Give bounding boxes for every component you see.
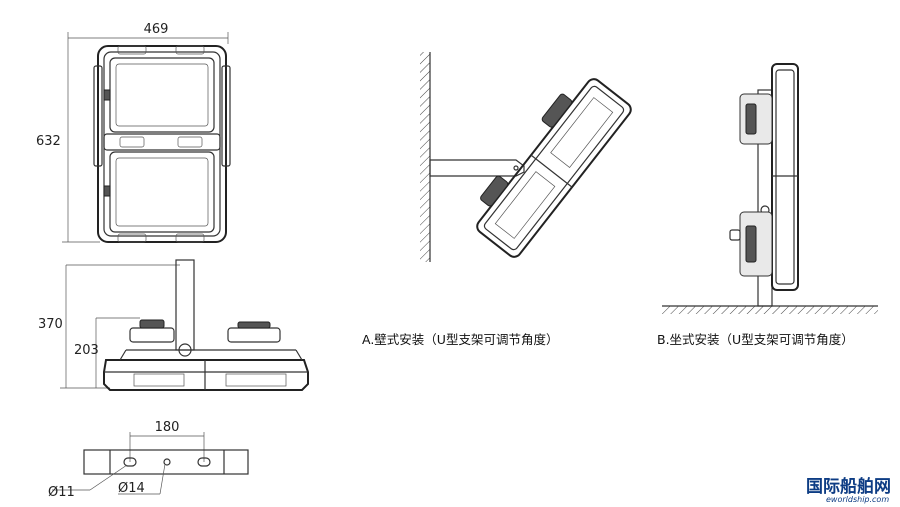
seat-mount-view	[662, 63, 878, 314]
hole-spacing-label: 180	[155, 420, 180, 435]
tilted-luminaire	[476, 78, 632, 258]
wall-hatching	[420, 52, 430, 262]
driver-box-left	[129, 327, 175, 343]
mounting-plate-view: 180 Ø11 Ø14	[48, 420, 249, 500]
slot-hole-left	[123, 457, 137, 467]
side-bracket-left	[93, 65, 103, 167]
watermark-brand-cn: 国际船舶网	[806, 476, 891, 497]
upper-led-module	[109, 57, 215, 133]
mounting-plate	[83, 449, 249, 475]
side-housing	[103, 359, 309, 391]
side-view: 370 203	[38, 259, 309, 391]
luminaire-housing	[97, 45, 227, 243]
large-hole-label: Ø14	[118, 481, 145, 496]
small-hole-label: Ø11	[48, 485, 75, 500]
width-dimension-label: 469	[144, 22, 169, 37]
side-bracket-right	[221, 65, 231, 167]
driver-box-right	[227, 327, 281, 343]
watermark-url: eworldship.com	[826, 495, 889, 504]
wall-arm	[429, 159, 525, 177]
lower-led-module	[109, 151, 215, 233]
seat-mount-caption: B.坐式安装（U型支架可调节角度）	[657, 332, 854, 347]
center-hole	[163, 458, 171, 466]
height-dimension-label: 632	[36, 134, 61, 149]
wall-mount-view	[420, 52, 632, 262]
upright-luminaire	[771, 63, 799, 291]
slot-hole-right	[197, 457, 211, 467]
front-view: 469 632	[36, 22, 231, 243]
body-height-label: 203	[74, 343, 99, 358]
u-bracket-post	[175, 259, 195, 351]
total-height-label: 370	[38, 317, 63, 332]
wall-mount-caption: A.壁式安装（U型支架可调节角度）	[362, 332, 558, 347]
watermark-logo: 国际船舶网 eworldship.com	[806, 476, 891, 504]
